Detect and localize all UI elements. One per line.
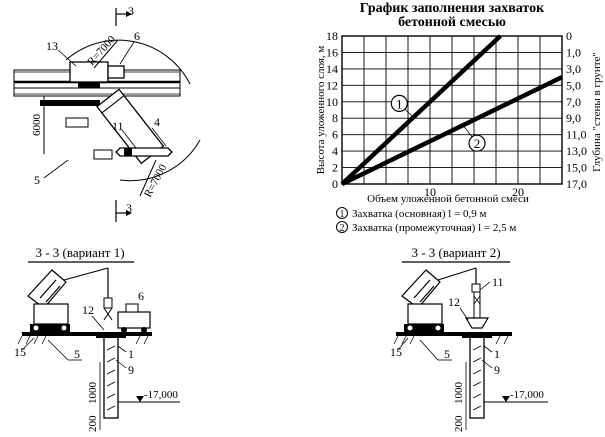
section-mark-bottom: 3 (115, 200, 132, 222)
section2-callout-15: 15 (390, 337, 409, 359)
svg-text:4: 4 (154, 115, 160, 129)
series-line-2 (341, 75, 563, 187)
plan-callout-11: 11 (112, 119, 137, 149)
section1-callout-1: 1 (117, 345, 134, 361)
legend-item-1: 1 Захватка (основная) l = 0,9 м (336, 207, 487, 220)
y-tick-right: 11,0 (566, 128, 587, 142)
svg-text:12: 12 (448, 295, 460, 309)
plan-callout-6: 6 (119, 29, 140, 65)
svg-text:1: 1 (494, 347, 500, 361)
y-tick-right: 15,0 (566, 161, 587, 175)
filling-chart: График заполнения захваток бетонной смес… (315, 1, 603, 234)
section1-callout-12: 12 (82, 303, 105, 331)
chart-grid (341, 35, 563, 185)
plan-radius-bottom: R=7000 (142, 162, 170, 199)
chart-legend: 1 Захватка (основная) l = 0,9 м 2 Захват… (336, 207, 516, 234)
y-tick-left: 18 (326, 29, 338, 43)
plan-callout-5: 5 (34, 159, 69, 187)
svg-text:5: 5 (444, 347, 450, 361)
legend-item-1-text: Захватка (основная) l = 0,9 м (352, 208, 487, 220)
svg-text:1: 1 (340, 209, 345, 220)
y-tick-left: 10 (326, 95, 338, 109)
svg-text:9: 9 (494, 363, 500, 377)
y-tick-left: 4 (332, 144, 338, 158)
y-tick-left: 12 (326, 78, 338, 92)
y-tick-right: 0 (566, 29, 572, 43)
series-marker-label: 1 (396, 96, 403, 111)
y-tick-right: 7,0 (566, 95, 581, 109)
section2-callout-9: 9 (481, 359, 500, 377)
x-tick: 10 (424, 185, 436, 199)
y-tick-right: 3,0 (566, 62, 581, 76)
section1-level: -17,000 (144, 389, 178, 401)
y-tick-right: 9,0 (566, 111, 581, 125)
y-tick-left: 8 (332, 111, 338, 125)
section-mark-top-label: 3 (128, 4, 134, 18)
svg-text:1: 1 (128, 347, 134, 361)
section2-callout-1: 1 (483, 345, 500, 361)
series-marker-circle (390, 94, 408, 113)
section2-callout-11: 11 (479, 275, 504, 291)
section1-callout-5: 5 (47, 339, 82, 361)
svg-text:5: 5 (34, 173, 40, 187)
y-tick-right: 1,0 (566, 45, 581, 59)
svg-text:11: 11 (112, 119, 124, 133)
section-mark-bottom-label: 3 (126, 201, 132, 215)
legend-item-2-text: Захватка (промежуточная) l = 2,5 м (352, 222, 516, 234)
svg-text:15: 15 (14, 345, 26, 359)
svg-text:2: 2 (340, 223, 345, 234)
plan-callout-13: 13 (46, 39, 77, 67)
section1-title: 3 - 3 (вариант 1) (35, 245, 124, 260)
y-tick-left: 2 (332, 161, 338, 175)
svg-text:11: 11 (492, 275, 504, 289)
chart-xlabel: Объем уложенной бетонной смеси (367, 193, 529, 205)
y-tick-left: 6 (332, 128, 338, 142)
section2-dim-top: 1000 (453, 382, 465, 405)
chart-ylabel-left: Высота уложенного слоя, м (315, 46, 327, 175)
series-marker-circle (468, 134, 486, 152)
section-variant-2: 3 - 3 (вариант 2) (390, 245, 548, 432)
series-marker-label: 2 (474, 136, 481, 151)
svg-text:13: 13 (46, 39, 58, 53)
svg-text:15: 15 (390, 345, 402, 359)
plan-dimension: 6000 (31, 114, 43, 137)
section2-callout-5: 5 (419, 339, 452, 361)
series-line-1 (340, 34, 502, 186)
section1-callout-9: 9 (115, 359, 134, 377)
y-tick-right: 13,0 (566, 144, 587, 158)
plan-view: 3 3 (13, 4, 201, 222)
chart-title-line2: бетонной смесью (398, 15, 506, 30)
section2-callout-12: 12 (448, 295, 469, 321)
svg-text:6: 6 (134, 29, 140, 43)
y-tick-left: 14 (326, 62, 338, 76)
x-tick: 20 (512, 185, 524, 199)
plan-callout-4: 4 (151, 115, 167, 147)
section2-level: -17,000 (510, 389, 544, 401)
y-tick-left: 0 (332, 177, 338, 191)
svg-text:5: 5 (74, 347, 80, 361)
svg-text:6: 6 (138, 289, 144, 303)
section1-dim-top: 1000 (87, 382, 99, 405)
section1-callout-6: 6 (138, 289, 144, 303)
chart-title-line1: График заполнения захваток (360, 1, 545, 16)
y-tick-right: 5,0 (566, 78, 581, 92)
chart-series: 12 (340, 34, 563, 187)
section2-title: 3 - 3 (вариант 2) (411, 245, 500, 260)
section-variant-1: 3 - 3 (вариант 1) (14, 245, 180, 432)
chart-ylabel-right: Глубина "стены в грунте" (591, 52, 603, 172)
section-mark-top: 3 (115, 4, 134, 26)
legend-item-2: 2 Захватка (промежуточная) l = 2,5 м (336, 221, 516, 234)
section2-dim-bottom: 200 (453, 415, 465, 432)
section1-callout-15: 15 (14, 337, 35, 359)
svg-text:12: 12 (82, 303, 94, 317)
y-tick-right: 17,0 (566, 177, 587, 191)
y-tick-left: 16 (326, 45, 338, 59)
section1-dim-bottom: 200 (87, 415, 99, 432)
svg-text:9: 9 (128, 363, 134, 377)
